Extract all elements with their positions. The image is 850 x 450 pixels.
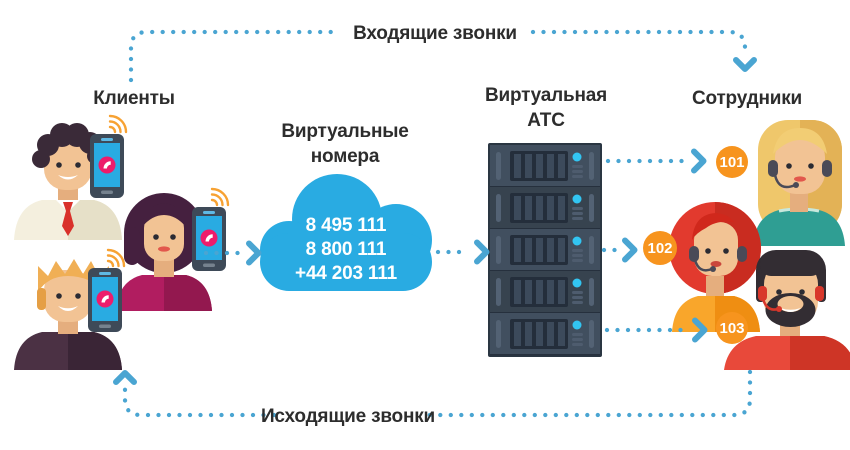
eye	[170, 234, 176, 240]
wifi-waves-icon	[108, 114, 128, 134]
clients-label: Клиенты	[93, 88, 175, 109]
virtual-number: 8 495 111	[305, 215, 387, 236]
virtual-numbers-title-line1: Виртуальные	[281, 121, 409, 142]
server-unit	[490, 187, 600, 230]
eye	[786, 163, 792, 169]
wifi-waves-icon	[210, 187, 230, 207]
headset-icon	[758, 286, 824, 312]
face	[144, 211, 184, 261]
eye	[808, 163, 814, 169]
eye	[799, 289, 805, 295]
lips	[158, 246, 170, 252]
incoming-calls-label: Входящие звонки	[353, 23, 517, 44]
arrow-right-icon	[474, 239, 490, 265]
neck	[790, 192, 808, 212]
smartphone-icon	[192, 207, 226, 271]
cloud-base	[260, 233, 432, 291]
eye	[75, 293, 81, 299]
pbx-title-line1: Виртуальная	[484, 85, 608, 106]
incoming-line-right	[530, 29, 748, 60]
eye	[723, 248, 729, 254]
fringe	[692, 213, 734, 240]
tie	[62, 202, 74, 236]
eye	[75, 162, 81, 168]
eye	[776, 289, 782, 295]
top	[753, 210, 845, 246]
extension-badge-102: 102	[643, 231, 677, 265]
virtual-number: 8 800 111	[305, 239, 387, 260]
extension-badge-103: 103	[716, 312, 748, 344]
status-led	[572, 194, 582, 204]
headset-icon	[689, 246, 747, 272]
outgoing-calls-label: Исходящие звонки	[260, 406, 436, 427]
smile	[58, 306, 78, 311]
neck	[706, 276, 724, 296]
server-unit	[490, 271, 600, 314]
lips	[794, 176, 806, 182]
eye	[56, 293, 62, 299]
headset-icon	[768, 160, 832, 189]
status-led	[572, 320, 582, 330]
server-unit	[490, 145, 600, 188]
neck	[154, 257, 174, 277]
virtual-numbers-title: Виртуальные номера	[260, 119, 430, 169]
employee-bearded-illustration	[724, 250, 850, 370]
smile	[58, 175, 78, 180]
smartphone-icon	[88, 268, 122, 332]
client-woman-illustration	[116, 187, 230, 311]
client-man-blond-illustration	[14, 248, 126, 370]
server-unit	[490, 229, 600, 272]
smile	[780, 308, 801, 312]
server-units	[490, 145, 600, 356]
cloud-illustration	[260, 174, 432, 291]
eye	[153, 234, 159, 240]
arrow-right-icon	[691, 148, 707, 174]
face	[694, 222, 738, 276]
server-unit	[490, 313, 600, 356]
server-rack-illustration	[488, 143, 602, 357]
status-led	[572, 236, 582, 246]
extension-badge-101: 101	[716, 146, 748, 178]
arrow-up-icon	[113, 370, 137, 385]
status-led	[572, 278, 582, 288]
virtual-numbers-title-line2: номера	[310, 146, 380, 167]
face	[44, 270, 92, 322]
employee-blonde-illustration	[753, 120, 845, 246]
fringe	[773, 128, 827, 154]
eye	[56, 162, 62, 168]
client-man-curly-illustration	[14, 114, 128, 240]
arrow-right-icon	[622, 237, 638, 263]
pbx-title-line2: АТС	[527, 110, 565, 131]
spiky-hair	[38, 259, 109, 292]
virtual-numbers-list: 8 495 111 8 800 111 +44 203 111	[253, 214, 439, 286]
face	[775, 136, 825, 194]
virtual-number: +44 203 111	[295, 263, 397, 284]
outgoing-line-right	[421, 369, 753, 418]
eye	[705, 248, 711, 254]
mouth	[710, 261, 722, 267]
pbx-title: Виртуальная АТС	[471, 83, 621, 133]
employees-label: Сотрудники	[691, 88, 802, 109]
incoming-line-left	[128, 29, 341, 83]
arrow-down-icon	[733, 57, 757, 72]
fringe	[142, 203, 186, 227]
wifi-waves-icon	[106, 248, 126, 268]
status-led	[572, 152, 582, 162]
